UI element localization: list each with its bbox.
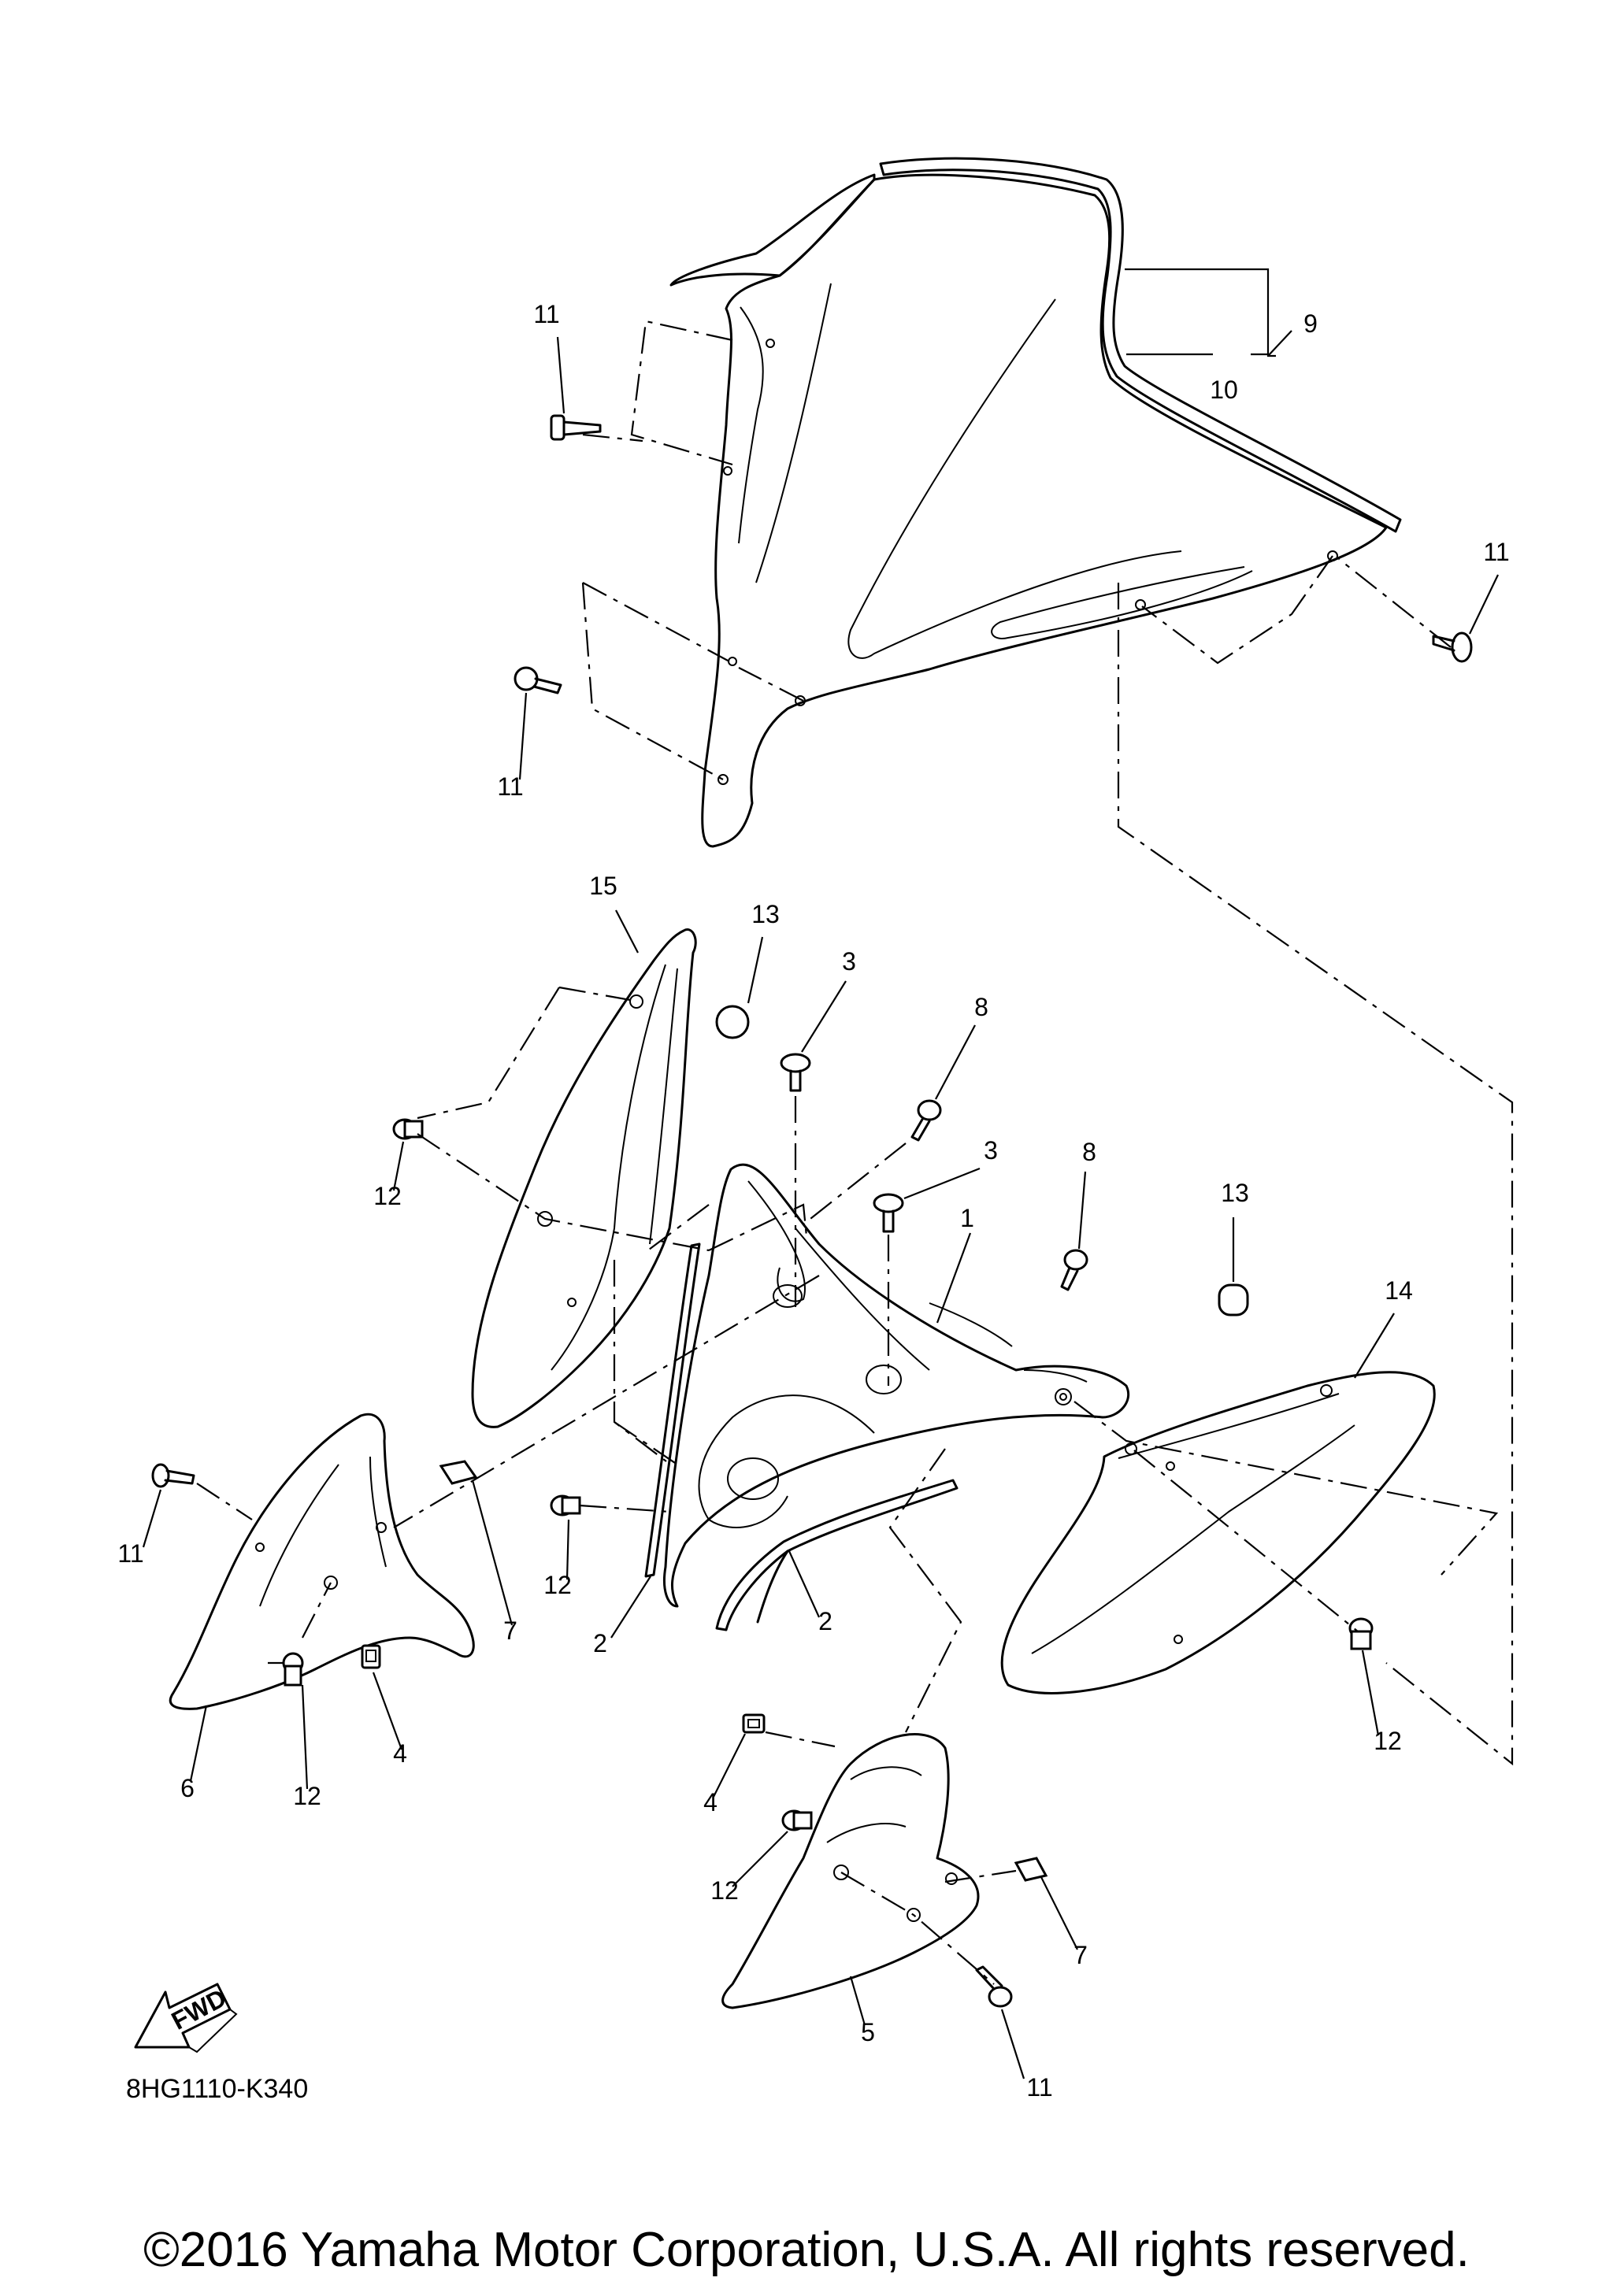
callout-c-15: 15 bbox=[589, 872, 617, 900]
callout-c-10: 10 bbox=[1210, 376, 1238, 404]
collar-part-12-b[interactable] bbox=[550, 1494, 581, 1516]
callout-c-8b: 8 bbox=[1082, 1138, 1096, 1166]
grommet-part-13-b[interactable] bbox=[1218, 1283, 1249, 1316]
callout-c-12d: 12 bbox=[1374, 1727, 1402, 1755]
callout-c-12e: 12 bbox=[710, 1876, 739, 1905]
grommet-part-13-a[interactable] bbox=[715, 1005, 750, 1039]
nut-part-4-b[interactable] bbox=[361, 1644, 381, 1669]
bolt-part-11-e[interactable] bbox=[975, 1965, 1013, 2008]
callout-c-14: 14 bbox=[1385, 1276, 1413, 1305]
seal-part-2-right[interactable] bbox=[715, 1479, 959, 1631]
callout-c-12b: 12 bbox=[543, 1571, 572, 1599]
screw-part-3-b[interactable] bbox=[873, 1193, 904, 1233]
seal-part-2-left[interactable] bbox=[644, 1242, 701, 1578]
collar-part-12-e[interactable] bbox=[781, 1809, 813, 1831]
callout-c-12a: 12 bbox=[373, 1182, 402, 1210]
callout-labels: 1223344567788910111111111112121212121313… bbox=[117, 300, 1509, 2102]
windshield-trim-part-10[interactable] bbox=[879, 157, 1402, 533]
screw-part-8-a[interactable] bbox=[910, 1099, 942, 1142]
callout-c-7a: 7 bbox=[503, 1616, 517, 1645]
diagram-code: 8HG1110-K340 bbox=[126, 2074, 308, 2104]
callout-c-1: 1 bbox=[960, 1204, 974, 1232]
callout-c-4b: 4 bbox=[703, 1788, 718, 1816]
callout-c-12c: 12 bbox=[293, 1782, 321, 1810]
upper-cowling-part-1[interactable] bbox=[663, 1163, 1130, 1608]
leader-lines bbox=[142, 268, 1499, 2079]
nut-part-7-b[interactable] bbox=[1014, 1857, 1048, 1882]
fwd-arrow-icon: FWD bbox=[134, 1983, 238, 2053]
callout-c-3b: 3 bbox=[984, 1136, 998, 1165]
callout-c-11d: 11 bbox=[117, 1539, 143, 1568]
inner-panel-part-15[interactable] bbox=[471, 928, 697, 1428]
nut-part-7-a[interactable] bbox=[439, 1460, 478, 1485]
side-panel-part-14[interactable] bbox=[1000, 1371, 1436, 1694]
nut-part-4-a[interactable] bbox=[742, 1713, 766, 1734]
callout-c-2b: 2 bbox=[818, 1607, 832, 1635]
collar-part-12-c[interactable] bbox=[282, 1652, 304, 1687]
bolt-part-11-c[interactable] bbox=[514, 666, 562, 694]
callout-c-4a: 4 bbox=[393, 1739, 407, 1768]
bolt-part-11-b[interactable] bbox=[1432, 631, 1473, 663]
copyright-notice: ©2016 Yamaha Motor Corporation, U.S.A. A… bbox=[143, 2223, 1470, 2277]
screw-part-8-b[interactable] bbox=[1060, 1249, 1088, 1291]
callout-c-13b: 13 bbox=[1221, 1179, 1249, 1207]
callout-c-2a: 2 bbox=[593, 1629, 607, 1657]
collar-part-12-a[interactable] bbox=[392, 1118, 424, 1140]
callout-c-11c: 11 bbox=[497, 772, 523, 801]
callout-c-8a: 8 bbox=[974, 993, 988, 1021]
fwd-label: FWD bbox=[167, 1983, 231, 2035]
callout-c-5: 5 bbox=[861, 2018, 875, 2046]
screw-part-3-a[interactable] bbox=[780, 1053, 811, 1092]
assembly-lines bbox=[196, 320, 1514, 1985]
bolt-part-11-d[interactable] bbox=[151, 1463, 195, 1488]
callout-c-3a: 3 bbox=[842, 947, 856, 976]
callout-c-13a: 13 bbox=[751, 900, 780, 928]
collar-part-12-d[interactable] bbox=[1348, 1617, 1374, 1650]
callout-c-9: 9 bbox=[1303, 309, 1318, 338]
callout-c-6: 6 bbox=[180, 1774, 195, 1802]
bolt-part-11-a[interactable] bbox=[550, 414, 602, 441]
callout-c-11a: 11 bbox=[533, 300, 559, 328]
callout-c-7b: 7 bbox=[1073, 1941, 1088, 1969]
lower-cowl-part-5[interactable] bbox=[721, 1733, 980, 2009]
windshield-part-9[interactable] bbox=[669, 173, 1388, 848]
side-cowl-part-6[interactable] bbox=[169, 1413, 475, 1710]
callout-c-11e: 11 bbox=[1026, 2073, 1052, 2102]
callout-c-11b: 11 bbox=[1483, 538, 1509, 566]
